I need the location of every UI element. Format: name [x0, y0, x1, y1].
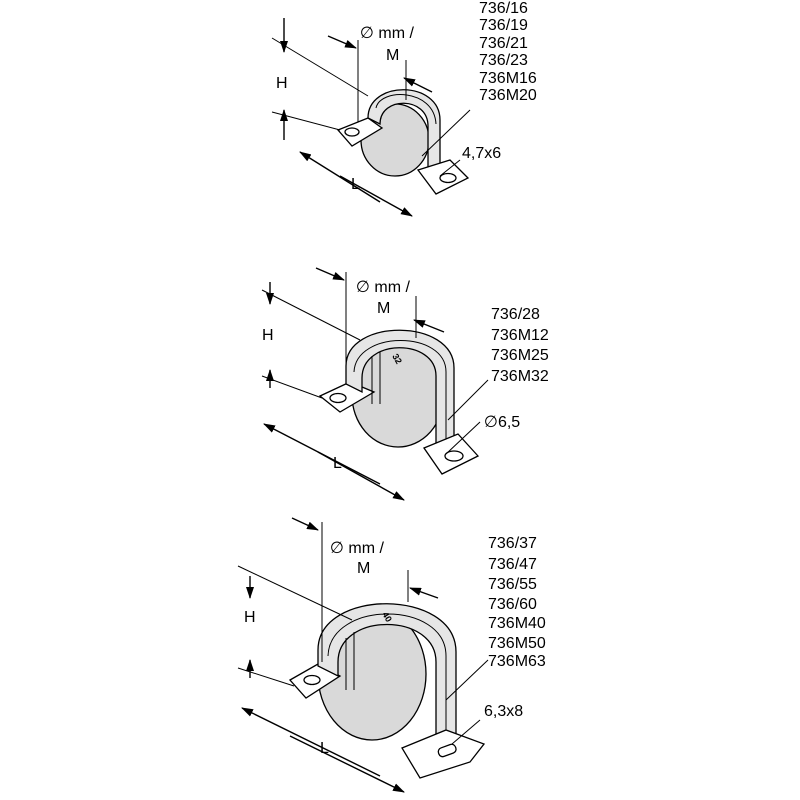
model-item: 736/37	[488, 535, 537, 552]
model-item: 736M40	[488, 615, 546, 632]
length-arrow-right	[339, 175, 413, 217]
model-item: 736M16	[479, 70, 537, 87]
model-item: 736M63	[488, 653, 546, 670]
right-hole	[439, 172, 457, 184]
model-item: 736/23	[479, 52, 528, 69]
clamp-drawing-3: 40	[288, 603, 486, 779]
model-item: 736/55	[488, 576, 537, 593]
hole-label: ∅6,5	[484, 414, 520, 431]
model-item: 736/47	[488, 556, 537, 573]
clamp-group-2: 32 ∅ mm / M H L ∅6,5 736/28 736M12 736M2…	[261, 267, 549, 501]
model-item: 736/60	[488, 596, 537, 613]
diameter-arrow	[315, 267, 345, 281]
length-arrow-right	[289, 735, 405, 793]
height-label: H	[276, 75, 288, 92]
diameter-label: ∅ mm /	[330, 540, 384, 557]
model-item: 736/19	[479, 17, 528, 34]
clamp-group-3: 40 ∅ mm / M H L 6,3x8 736/37 736/47 736/…	[237, 517, 546, 793]
hole-label: 6,3x8	[484, 703, 523, 720]
right-hole	[444, 450, 464, 462]
left-hole	[329, 392, 347, 404]
model-item: 736M25	[491, 347, 549, 364]
left-hole	[344, 127, 360, 137]
height-label: H	[262, 327, 274, 344]
m-label: M	[357, 560, 370, 577]
size-mark: 32	[390, 352, 404, 366]
right-hole	[437, 743, 457, 758]
diameter-label: ∅ mm /	[356, 279, 410, 296]
model-item: 736/28	[491, 306, 540, 323]
left-hole	[303, 674, 321, 686]
length-arrow-left	[299, 151, 381, 203]
length-label: L	[320, 740, 329, 757]
model-item: 736M12	[491, 327, 549, 344]
length-label: L	[351, 176, 360, 193]
diameter-arrow	[291, 517, 319, 531]
hole-label: 4,7x6	[462, 145, 501, 162]
clamp-drawing-2: 32	[318, 329, 480, 475]
model-item: 736/21	[479, 35, 528, 52]
m-label: M	[377, 300, 390, 317]
height-label: H	[244, 609, 256, 626]
model-item: 736M20	[479, 87, 537, 104]
length-arrow-right	[317, 451, 405, 501]
length-label: L	[333, 455, 342, 472]
size-mark: 40	[380, 610, 394, 624]
clamp-group-1: ∅ mm / M H L 4,7x6 736/16 736/19 736/21 …	[271, 0, 537, 217]
clamp-drawing-1	[336, 89, 470, 195]
model-item: 736M50	[488, 635, 546, 652]
diameter-label: ∅ mm /	[360, 25, 414, 42]
diameter-arrow	[327, 35, 357, 49]
m-label: M	[386, 47, 399, 64]
model-item: 736M32	[491, 368, 549, 385]
length-arrow-left	[241, 707, 381, 777]
model-item: 736/16	[479, 0, 528, 17]
